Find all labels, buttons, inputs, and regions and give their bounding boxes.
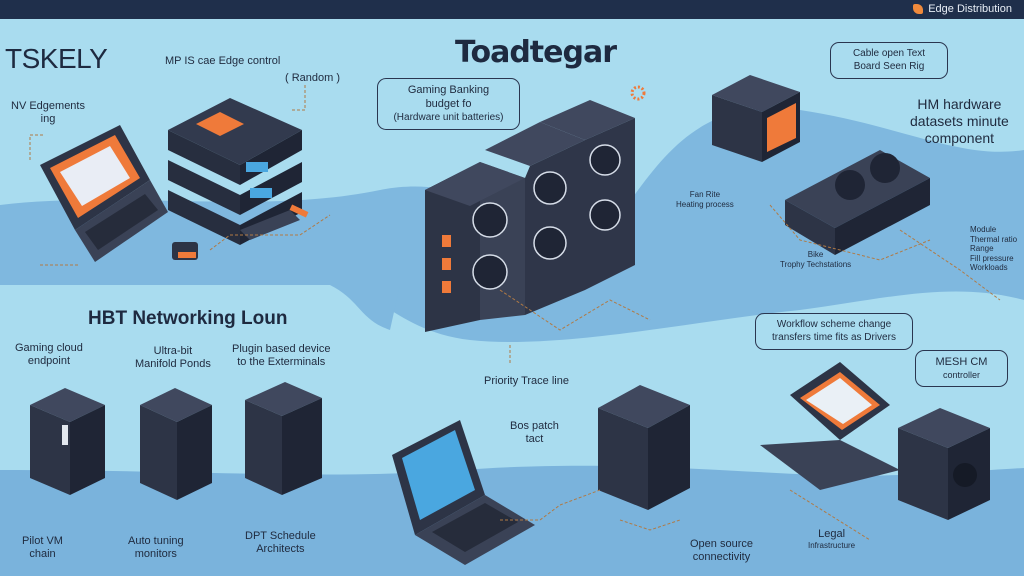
left-logo: TSKELY: [5, 43, 108, 74]
bubble-mesh: MESH CM controller: [915, 350, 1008, 387]
label-legal: Legal Infrastructure: [808, 528, 856, 551]
tower-1[interactable]: [30, 388, 105, 495]
label-mp-cae: MP IS cae Edge control: [165, 55, 281, 67]
bubble-gaming: Gaming Banking budget fo (Hardware unit …: [377, 78, 520, 130]
bubble-workflow: Workflow scheme change transfers time fi…: [755, 313, 913, 350]
label-random: ( Random ): [285, 72, 341, 84]
label-open-source: Open source connectivity: [690, 538, 753, 564]
laptop-left[interactable]: [40, 125, 168, 262]
label-bos-patch: Bos patch tact: [510, 420, 559, 446]
stacked-console[interactable]: [168, 98, 309, 245]
label-plugin-based: Plugin based device to the Exterminals: [232, 343, 331, 369]
label-auto-tuning: Auto tuning monitors: [128, 535, 184, 561]
label-hm-hardware: HM hardware datasets minute component: [910, 96, 1009, 146]
speaker-box[interactable]: [898, 408, 990, 520]
label-bike: Bike Trophy Techstations: [780, 250, 852, 269]
connector-lines: [29, 85, 1001, 541]
label-fan: Fan Rite Heating process: [676, 190, 734, 209]
side-list: Module Thermal ratio Range Fill pressure…: [970, 225, 1018, 273]
tower-2[interactable]: [140, 388, 212, 500]
label-priority: Priority Trace line: [484, 375, 569, 387]
label-gaming-cloud: Gaming cloud endpoint: [15, 342, 83, 368]
tower-center[interactable]: [598, 385, 690, 510]
brand-icon: [913, 4, 924, 14]
label-nv-edge: NV Edgements ing: [11, 100, 85, 126]
label-ultra-nodes: Ultra-bit Manifold Ponds: [135, 345, 211, 371]
sparkle-icon: [630, 85, 646, 101]
bubble-cable: Cable open Text Board Seen Rig: [830, 42, 948, 79]
laptop-center[interactable]: [392, 420, 535, 565]
top-bar-brand[interactable]: Edge Distribution: [913, 3, 1012, 15]
center-logo: Toadtegar: [455, 35, 617, 70]
server-cluster[interactable]: [425, 100, 635, 332]
hardware-cube[interactable]: [712, 75, 800, 162]
laptop-right[interactable]: [760, 362, 900, 490]
top-bar: Edge Distribution: [0, 0, 1024, 19]
section-heading: HBT Networking Loun: [88, 308, 288, 329]
label-dpt-schedule: DPT Schedule Architects: [245, 530, 316, 556]
top-bar-label: Edge Distribution: [928, 3, 1012, 15]
label-pilot-vm: Pilot VM chain: [22, 535, 63, 561]
tower-3[interactable]: [245, 382, 322, 495]
gpu-card[interactable]: [785, 150, 930, 255]
